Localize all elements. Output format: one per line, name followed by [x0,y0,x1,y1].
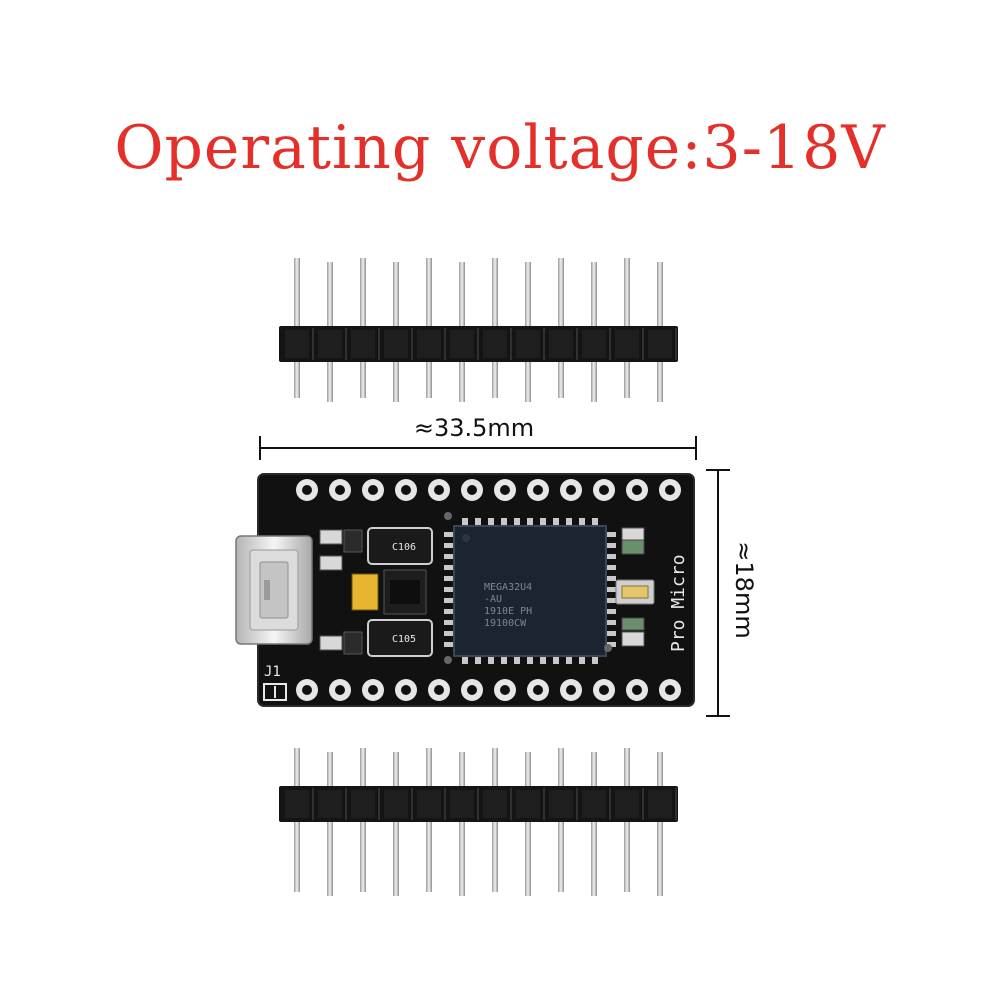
micro-usb-connector-icon [235,535,313,645]
board-name-silk: Pro Micro [668,554,689,652]
width-label: ≈33.5mm [414,414,534,442]
header-pin [525,752,531,896]
pcb-board: C106 C105 MEGA32U4 -AU 1910E PH 19100CW [235,473,695,707]
connector-label: J1 [264,664,281,680]
cap-label-top: C106 [392,542,416,553]
chip-line-2: -AU [484,594,502,605]
chip-line-4: 19100CW [484,618,527,629]
header-pin [591,752,597,896]
pin-header-top [279,258,678,402]
height-label: ≈18mm [730,541,758,638]
header-pin [657,752,663,896]
capacitor-bottom: C105 [367,619,433,657]
capacitor-top: C106 [367,527,433,565]
width-dimension: ≈33.5mm [259,414,697,460]
height-dimension: ≈18mm [706,469,758,717]
chip-line-3: 1910E PH [484,606,532,617]
cap-label-bottom: C105 [392,634,416,645]
header-pin [327,752,333,896]
pin-header-bottom [279,748,678,896]
headline: Operating voltage:3-18V [114,113,886,183]
header-pin [393,752,399,896]
chip-line-1: MEGA32U4 [484,582,532,593]
microcontroller-chip-icon: MEGA32U4 -AU 1910E PH 19100CW [444,518,616,664]
header-pin [459,752,465,896]
